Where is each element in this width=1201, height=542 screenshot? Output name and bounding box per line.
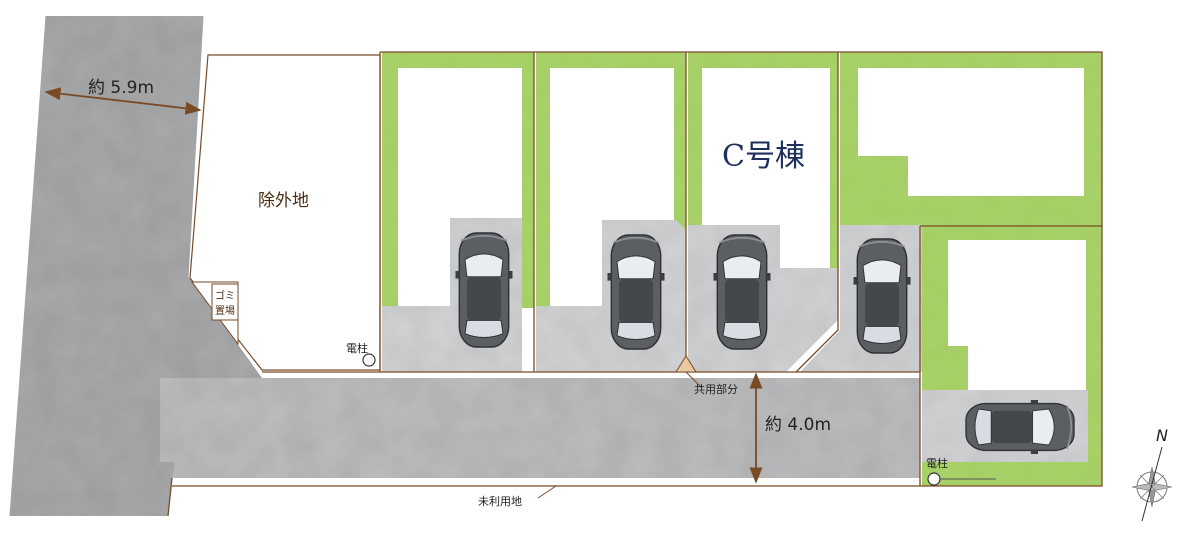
house-c-label: C号棟 bbox=[722, 139, 805, 174]
lane-width-label: 約 4.0m bbox=[765, 415, 831, 435]
car-2 bbox=[606, 234, 666, 350]
car-4 bbox=[852, 238, 912, 354]
garbage-label-line1: ゴミ bbox=[215, 289, 235, 302]
garbage-box bbox=[211, 283, 239, 321]
car-3 bbox=[712, 234, 772, 350]
car-1 bbox=[454, 232, 514, 348]
shared-portion-label: 共用部分 bbox=[694, 382, 738, 396]
compass-north-label: N bbox=[1156, 426, 1168, 445]
compass-rose bbox=[1131, 446, 1173, 522]
utility-pole-circle-2 bbox=[927, 472, 941, 486]
road-edge-line bbox=[6, 15, 46, 517]
unused-land-label: 未利用地 bbox=[478, 495, 522, 508]
car-5 bbox=[965, 399, 1075, 455]
utility-pole-circle-1 bbox=[362, 353, 376, 367]
excluded-land-label: 除外地 bbox=[258, 191, 309, 211]
shared-portion-leader bbox=[685, 371, 703, 389]
house-c bbox=[702, 68, 830, 268]
utility-pole-label-2: 電柱 bbox=[926, 456, 948, 470]
lot-boundaries bbox=[167, 51, 1103, 517]
road-edge-line bbox=[188, 15, 207, 279]
road-width-arrow bbox=[44, 87, 202, 115]
garbage-label-line2: 置場 bbox=[215, 304, 235, 317]
utility-pole-label-1: 電柱 bbox=[346, 341, 368, 355]
house-d bbox=[858, 68, 1084, 196]
road-width-label: 約 5.9m bbox=[88, 78, 154, 98]
unused-land-leader bbox=[537, 485, 557, 499]
compass-needle-line bbox=[1141, 446, 1163, 522]
shared-lane bbox=[160, 378, 920, 478]
house-e bbox=[948, 240, 1086, 390]
